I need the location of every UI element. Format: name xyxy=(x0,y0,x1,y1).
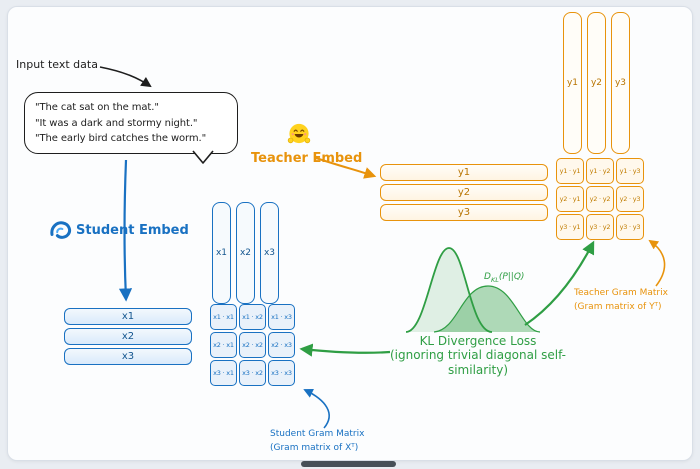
teacher-column: y3 xyxy=(611,12,630,154)
gram-cell: y1 · y2 xyxy=(586,158,614,184)
kl-loss-line: (ignoring trivial diagonal self- xyxy=(389,348,567,363)
student-column: x3 xyxy=(260,202,279,304)
gram-cell: x3 · x1 xyxy=(210,360,237,386)
kl-distribution-curves xyxy=(405,247,541,333)
caption-line: Teacher Gram Matrix xyxy=(574,288,668,298)
gram-cell: y3 · y1 xyxy=(556,214,584,240)
student-row: x1 xyxy=(64,308,192,325)
teacher-gram-matrix: y1 · y1 y1 · y2 y1 · y3 y2 · y1 y2 · y2 … xyxy=(556,158,644,240)
student-embedding-rows: x1 x2 x3 xyxy=(64,308,192,368)
gram-cell: y3 · y3 xyxy=(616,214,644,240)
input-text-line: "It was a dark and stormy night." xyxy=(35,117,198,129)
kl-divergence-plot: DKL(P||Q) xyxy=(400,240,545,335)
gram-cell: x2 · x3 xyxy=(268,332,295,358)
student-row: x3 xyxy=(64,348,192,365)
input-text-bubble: "The cat sat on the mat." "It was a dark… xyxy=(24,92,238,154)
input-text-line: "The cat sat on the mat." xyxy=(35,102,159,113)
teacher-column: y1 xyxy=(563,12,582,154)
kl-formula-label: DKL(P||Q) xyxy=(484,272,524,284)
teacher-row: y3 xyxy=(380,204,548,221)
student-embed-label: Student Embed xyxy=(76,223,189,238)
gram-cell: y2 · y1 xyxy=(556,186,584,212)
input-text-data-label: Input text data xyxy=(16,58,98,71)
student-gram-caption: Student Gram Matrix (Gram matrix of Xᵀ) xyxy=(270,428,410,455)
input-text-line: "The early bird catches the worm." xyxy=(35,133,207,144)
kl-formula-d: D xyxy=(484,272,491,282)
kl-formula-rest: (P||Q) xyxy=(498,272,525,282)
gram-cell: x1 · x1 xyxy=(210,304,237,330)
teacher-embedding-rows: y1 y2 y3 xyxy=(380,164,548,224)
gram-cell: y2 · y3 xyxy=(616,186,644,212)
speech-bubble-tail xyxy=(192,150,214,164)
gram-cell: y2 · y2 xyxy=(586,186,614,212)
kl-loss-line: KL Divergence Loss xyxy=(419,334,537,348)
gram-cell: y1 · y1 xyxy=(556,158,584,184)
teacher-embedding-columns: y1 y2 y3 xyxy=(563,12,630,154)
caption-line: Student Gram Matrix xyxy=(270,429,365,439)
gram-cell: x3 · x3 xyxy=(268,360,295,386)
student-embedding-columns: x1 x2 x3 xyxy=(212,202,279,304)
gram-cell: x2 · x2 xyxy=(239,332,266,358)
gram-cell: x2 · x1 xyxy=(210,332,237,358)
student-row: x2 xyxy=(64,328,192,345)
teacher-row: y2 xyxy=(380,184,548,201)
kl-loss-label: KL Divergence Loss (ignoring trivial dia… xyxy=(378,334,578,377)
gram-cell: x1 · x2 xyxy=(239,304,266,330)
caption-line: (Gram matrix of Xᵀ) xyxy=(270,442,359,453)
student-gram-matrix: x1 · x1 x1 · x2 x1 · x3 x2 · x1 x2 · x2 … xyxy=(210,304,295,386)
gram-cell: x3 · x2 xyxy=(239,360,266,386)
student-column: x1 xyxy=(212,202,231,304)
student-column: x2 xyxy=(236,202,255,304)
gram-cell: y1 · y3 xyxy=(616,158,644,184)
hugging-face-emoji-icon xyxy=(287,123,311,144)
gram-cell: y3 · y2 xyxy=(586,214,614,240)
teacher-column: y2 xyxy=(587,12,606,154)
bottom-handle xyxy=(301,461,396,467)
kl-loss-line: similarity) xyxy=(447,362,509,377)
gram-cell: x1 · x3 xyxy=(268,304,295,330)
teacher-embed-label: Teacher Embed xyxy=(251,151,363,166)
kl-formula-sub: KL xyxy=(490,275,499,284)
teacher-row: y1 xyxy=(380,164,548,181)
teacher-gram-caption: Teacher Gram Matrix (Gram matrix of Yᵀ) xyxy=(574,287,700,314)
caption-line: (Gram matrix of Yᵀ) xyxy=(574,301,662,312)
student-embed-logo-icon xyxy=(50,221,71,239)
